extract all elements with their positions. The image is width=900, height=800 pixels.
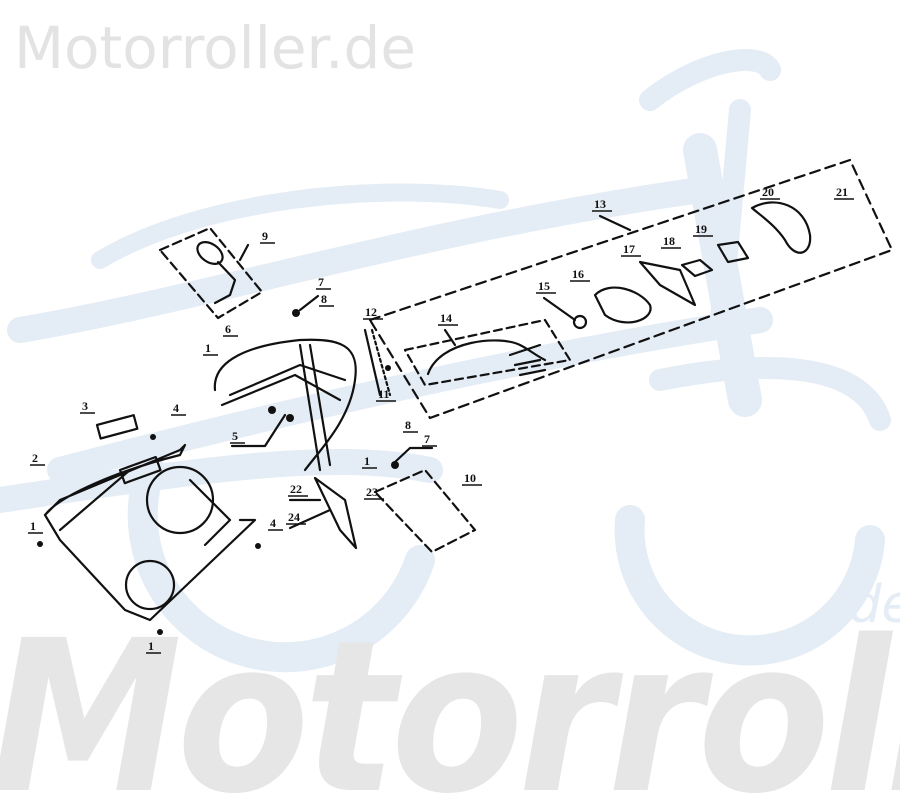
watermark-top-text: Motorroller.de: [14, 14, 417, 82]
part-leg-shield: [43, 443, 187, 517]
part-label-18: 18: [663, 234, 675, 248]
part-label-20: 20: [762, 185, 774, 199]
part-label-1: 1: [205, 341, 211, 355]
group-box-14: [403, 318, 572, 387]
part-label-6: 6: [225, 322, 231, 336]
part-label-21: 21: [836, 185, 848, 199]
part-label-1: 1: [30, 519, 36, 533]
part-label-23: 23: [366, 485, 378, 499]
part-label-2: 2: [32, 451, 38, 465]
part-front-cover: [213, 338, 357, 472]
part-label-22: 22: [290, 482, 302, 496]
part-label-24: 24: [288, 510, 300, 524]
group-box-10: [373, 468, 477, 554]
part-label-17: 17: [623, 242, 635, 256]
part-label-4: 4: [270, 516, 276, 530]
part-label-1: 1: [364, 454, 370, 468]
part-label-5: 5: [232, 429, 238, 443]
part-label-7: 7: [424, 432, 430, 446]
part-label-1: 1: [148, 639, 154, 653]
group-box-13: [368, 158, 894, 420]
watermark-bottom-text: Motorroller: [0, 595, 900, 800]
part-label-10: 10: [464, 471, 476, 485]
part-label-14: 14: [440, 311, 452, 325]
part-label-4: 4: [173, 401, 179, 415]
part-label-19: 19: [695, 222, 707, 236]
part-label-11: 11: [378, 387, 389, 401]
watermark-bottom-suffix: .de: [832, 575, 900, 635]
part-label-8: 8: [405, 418, 411, 432]
part-label-9: 9: [262, 229, 268, 243]
part-label-8: 8: [321, 292, 327, 306]
part-label-13: 13: [594, 197, 606, 211]
part-label-16: 16: [572, 267, 584, 281]
group-box-9: [158, 226, 264, 320]
part-label-7: 7: [318, 275, 324, 289]
part-label-15: 15: [538, 279, 550, 293]
part-label-12: 12: [365, 305, 377, 319]
part-label-3: 3: [82, 399, 88, 413]
